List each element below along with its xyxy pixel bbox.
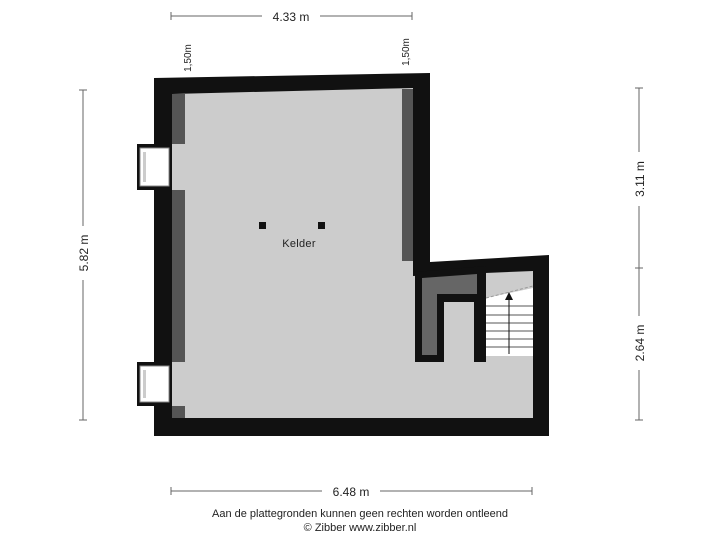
ceiling-height-left: 1,50m — [183, 44, 194, 72]
wall-shade-left-lower — [172, 406, 185, 418]
ceiling-height-right: 1,50m — [401, 38, 412, 66]
dimension-right-upper: 3.11 m — [631, 87, 647, 269]
dimension-right-upper-label: 3.11 m — [633, 161, 647, 197]
window-upper — [137, 144, 172, 190]
footer-copyright: © Zibber www.zibber.nl — [303, 522, 417, 534]
dimension-left-label: 5.82 m — [77, 235, 91, 272]
dimension-bottom: 6.48 m — [170, 483, 533, 499]
dimension-left: 5.82 m — [75, 89, 91, 421]
room-label-kelder: Kelder — [282, 238, 316, 250]
stair-partition — [415, 266, 534, 362]
footer: Aan de plattegronden kunnen geen rechten… — [0, 507, 720, 535]
dimension-top-label: 4.33 m — [273, 10, 310, 24]
floor-kelder — [172, 88, 533, 418]
dimension-bottom-label: 6.48 m — [333, 485, 370, 499]
wall-shade-left-upper — [172, 94, 185, 144]
dimension-right-lower-label: 2.64 m — [633, 325, 647, 362]
footer-disclaimer: Aan de plattegronden kunnen geen rechten… — [211, 508, 508, 520]
column-left — [259, 222, 266, 229]
dimension-right-lower: 2.64 m — [631, 268, 647, 421]
wall-shade-left-middle — [172, 190, 185, 362]
wall-shade-right-upper — [402, 89, 413, 261]
window-lower — [137, 362, 172, 406]
column-right — [318, 222, 325, 229]
dimension-top: 4.33 m — [170, 8, 413, 24]
stair-top-edge — [485, 285, 534, 299]
